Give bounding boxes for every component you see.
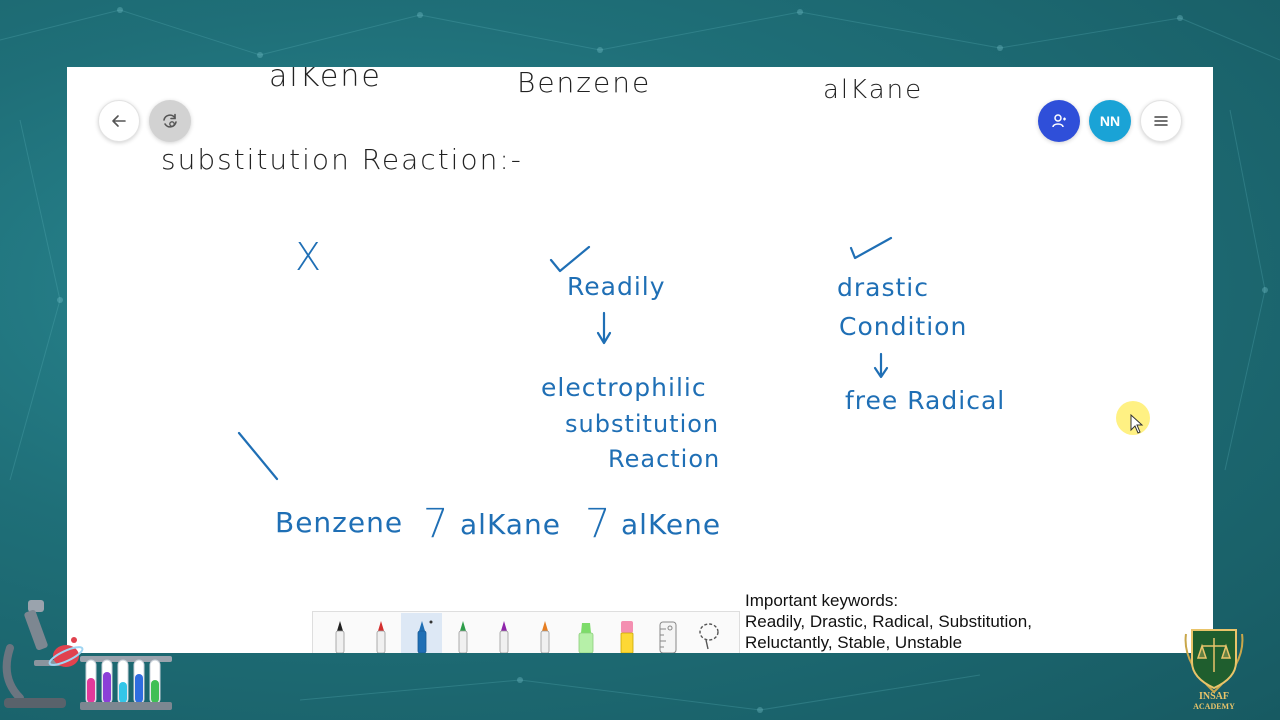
order-tick-mark <box>237 431 279 481</box>
section-title: substitution Reaction:- <box>161 143 523 176</box>
arrow-left-icon <box>112 115 126 127</box>
order-alkane: alKane <box>460 508 561 541</box>
orange-pen-tool[interactable] <box>524 613 565 653</box>
purple-pen-tool[interactable] <box>483 613 524 653</box>
keywords-line-2: Reluctantly, Stable, Unstable <box>745 633 963 652</box>
benzene-check-mark <box>549 245 591 273</box>
benzene-readily-text: Readily <box>567 272 666 301</box>
green-pen-icon <box>458 621 468 653</box>
pen-toolbar <box>312 611 740 653</box>
academy-name: INSAF ACADEMY <box>1180 692 1248 712</box>
keywords-heading: Important keywords: <box>745 591 899 610</box>
sync-icon <box>163 113 177 128</box>
lasso-tool[interactable] <box>688 613 729 653</box>
order-alkene: alKene <box>621 508 722 541</box>
ruler-tool[interactable] <box>647 613 688 653</box>
alkene-cross-mark: X <box>295 235 323 279</box>
benzene-result-line2: substitution <box>565 410 720 438</box>
red-pen-tool[interactable] <box>360 613 401 653</box>
menu-icon <box>1154 116 1168 126</box>
heading-alkane: alKane <box>823 75 924 105</box>
benzene-result-line3: Reaction <box>608 445 721 473</box>
microscope-icon <box>2 600 84 708</box>
alkane-check-mark <box>849 236 893 260</box>
whiteboard-canvas[interactable]: alKene Benzene alKane substitution React… <box>67 67 1213 653</box>
sync-button[interactable] <box>149 100 191 142</box>
academy-logo <box>1184 629 1244 694</box>
red-pen-icon <box>376 621 386 653</box>
menu-button[interactable] <box>1140 100 1182 142</box>
alkane-condition-text: Condition <box>839 312 968 341</box>
academy-name-line1: INSAF <box>1198 691 1229 702</box>
order-symbol-2: 7 <box>585 501 612 547</box>
pink-highlighter-icon <box>620 621 634 653</box>
keywords-line-1: Readily, Drastic, Radical, Substitution, <box>745 612 1032 631</box>
alkane-result-text: free Radical <box>845 386 1006 415</box>
pink-highlighter-tool[interactable] <box>606 613 647 653</box>
keywords-caption: Important keywords: Readily, Drastic, Ra… <box>745 590 1145 653</box>
blue-pen-tool[interactable] <box>401 613 442 653</box>
green-highlighter-icon <box>578 623 594 653</box>
alkane-drastic-text: drastic <box>837 273 929 302</box>
ink-strokes <box>237 236 893 481</box>
lasso-icon <box>699 623 719 650</box>
ruler-icon <box>659 621 677 653</box>
benzene-result-line1: electrophilic <box>541 373 707 402</box>
order-benzene: Benzene <box>275 506 404 539</box>
academy-name-line2: ACADEMY <box>1193 702 1235 711</box>
mouse-pointer-icon <box>1130 414 1144 434</box>
lab-equipment-illustration <box>2 600 172 710</box>
green-highlighter-tool[interactable] <box>565 613 606 653</box>
black-pen-tool[interactable] <box>319 613 360 653</box>
user-icon <box>1052 114 1066 128</box>
avatar-initials: NN <box>1099 113 1121 129</box>
black-pen-icon <box>335 621 345 653</box>
back-button[interactable] <box>98 100 140 142</box>
orange-pen-icon <box>540 621 550 653</box>
alkane-down-arrow <box>873 352 889 379</box>
blue-pen-icon <box>417 620 433 653</box>
benzene-down-arrow <box>596 311 612 345</box>
test-tube-rack-icon <box>80 656 172 710</box>
order-symbol-1: 7 <box>423 501 450 547</box>
heading-benzene: Benzene <box>517 67 652 99</box>
share-user-button[interactable] <box>1038 100 1080 142</box>
avatar-button[interactable]: NN <box>1089 100 1131 142</box>
purple-pen-icon <box>499 621 509 653</box>
green-pen-tool[interactable] <box>442 613 483 653</box>
heading-alkene: alKene <box>269 67 382 94</box>
